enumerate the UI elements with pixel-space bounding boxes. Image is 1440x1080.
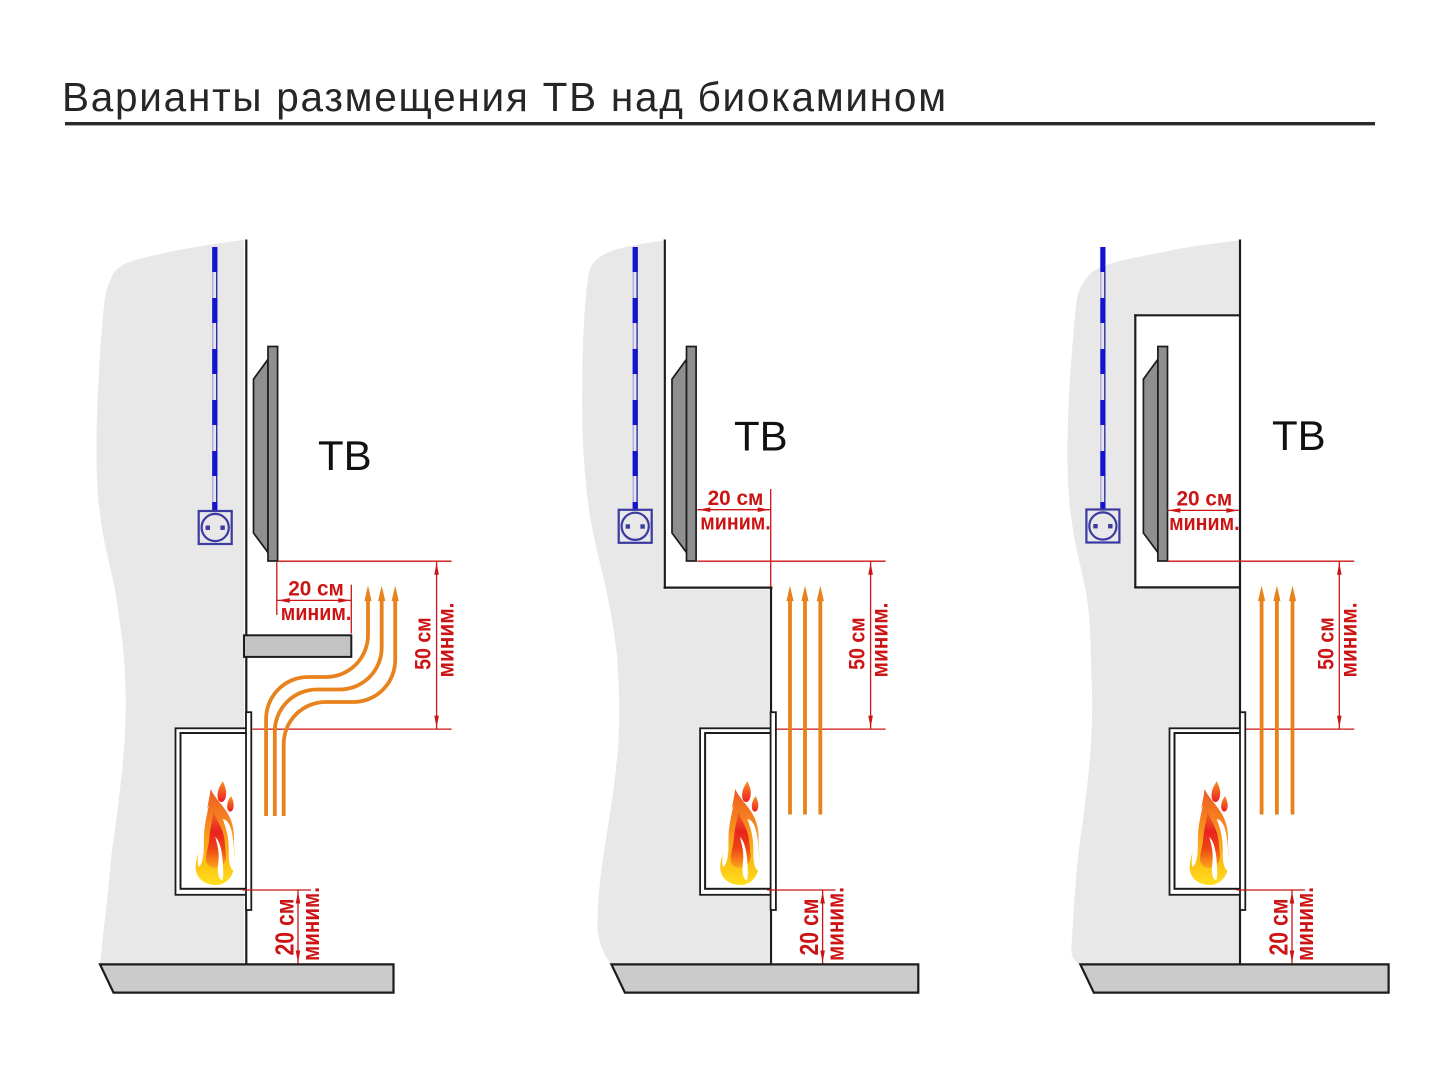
svg-text:миним.: миним. bbox=[433, 603, 459, 678]
svg-text:20 см: 20 см bbox=[794, 899, 824, 956]
svg-text:20 см: 20 см bbox=[270, 899, 300, 956]
svg-text:ТВ: ТВ bbox=[734, 413, 788, 460]
svg-text:миним.: миним. bbox=[298, 887, 325, 961]
svg-text:20 см: 20 см bbox=[708, 485, 764, 510]
svg-text:50 см: 50 см bbox=[411, 617, 436, 670]
svg-text:миним.: миним. bbox=[1335, 603, 1361, 678]
svg-text:20 см: 20 см bbox=[1264, 899, 1294, 956]
svg-text:ТВ: ТВ bbox=[1272, 412, 1326, 459]
svg-text:20 см: 20 см bbox=[288, 576, 344, 601]
svg-text:миним.: миним. bbox=[867, 603, 893, 678]
svg-text:20 см: 20 см bbox=[1177, 486, 1233, 511]
svg-text:50 см: 50 см bbox=[845, 617, 870, 670]
svg-text:миним.: миним. bbox=[823, 887, 850, 961]
svg-text:ТВ: ТВ bbox=[318, 432, 372, 479]
svg-text:50 см: 50 см bbox=[1313, 617, 1338, 670]
svg-text:миним.: миним. bbox=[700, 509, 771, 534]
svg-text:миним.: миним. bbox=[281, 600, 352, 625]
svg-text:миним.: миним. bbox=[1292, 887, 1319, 961]
svg-text:миним.: миним. bbox=[1169, 510, 1240, 535]
svg-text:Варианты размещения ТВ над био: Варианты размещения ТВ над биокамином bbox=[62, 74, 948, 120]
